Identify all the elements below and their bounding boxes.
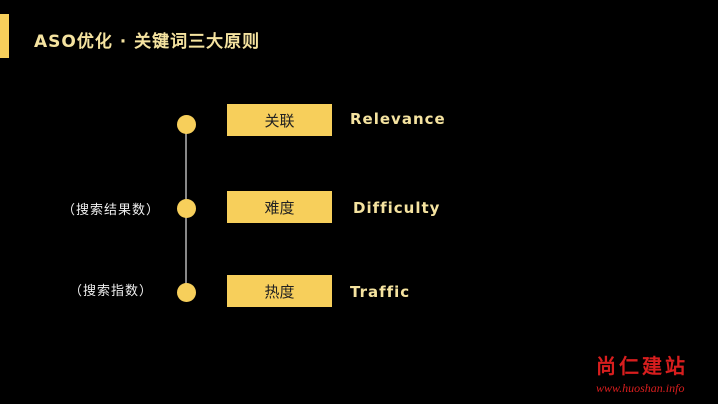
principle-en-traffic: Traffic (350, 283, 411, 301)
principle-note-traffic: （搜索指数） (68, 284, 153, 299)
principle-en-difficulty: Difficulty (353, 199, 441, 217)
principle-note-difficulty: （搜索结果数） (61, 203, 160, 218)
timeline-dot (177, 115, 196, 134)
watermark-name: 尚仁建站 (596, 354, 688, 378)
principle-en-relevance: Relevance (350, 110, 446, 128)
watermark-url: www.huoshan.info (596, 381, 685, 395)
timeline-dot (177, 283, 196, 302)
principle-box-difficulty: 难度 (227, 191, 332, 223)
principle-box-traffic: 热度 (227, 275, 332, 307)
watermark: 尚仁建站 www.huoshan.info (596, 350, 688, 396)
slide-title: ASO优化 · 关键词三大原则 (34, 32, 261, 52)
timeline-dot (177, 199, 196, 218)
principle-box-relevance: 关联 (227, 104, 332, 136)
title-accent-bar (0, 14, 9, 58)
